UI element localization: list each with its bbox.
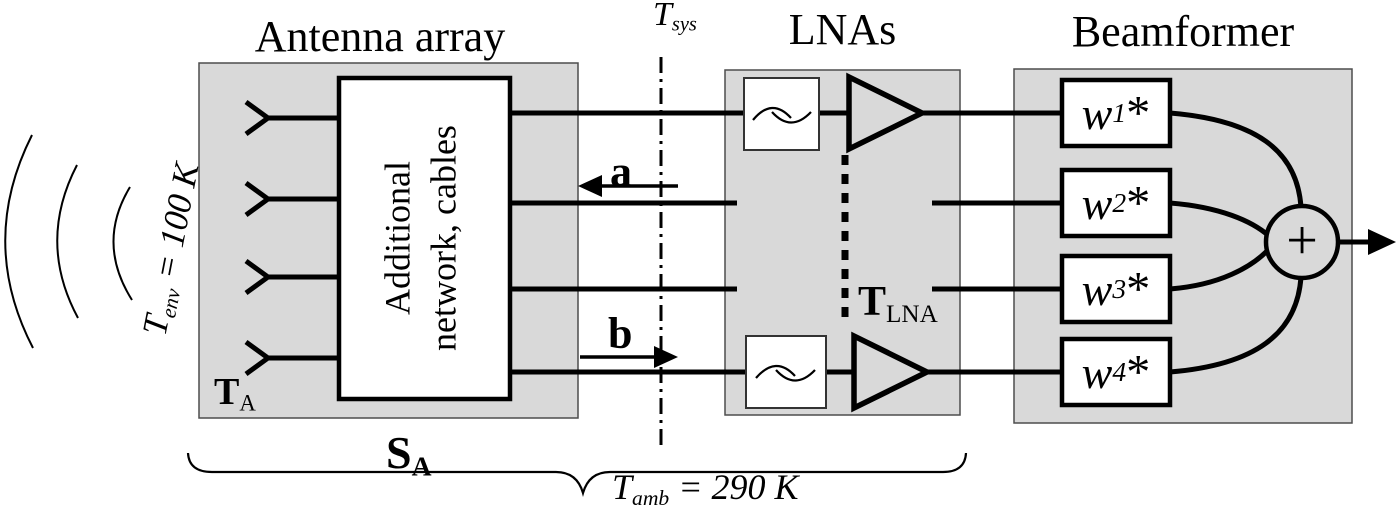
wavefront-arc-outer <box>4 134 34 349</box>
tamb-value: = 290 K <box>669 467 799 507</box>
sa-base: S <box>386 427 412 478</box>
sum-curve-4 <box>1169 276 1304 375</box>
w3-sub: 3 <box>1112 273 1127 304</box>
wave-a-label: a <box>610 147 632 196</box>
w1-conjugate: * <box>1126 86 1151 140</box>
filter-icon-1 <box>743 77 820 151</box>
sa-sub: A <box>411 450 432 482</box>
summation-plus-label: + <box>1286 210 1318 272</box>
ta-label: TA <box>214 370 256 416</box>
amplifier-icon-1 <box>846 72 929 154</box>
tenv-sub: env <box>156 286 186 320</box>
w4-sub: 4 <box>1112 356 1127 387</box>
tamb-label: Tamb = 290 K <box>612 466 799 511</box>
wavefront-arc-middle <box>56 164 79 319</box>
lnas-title: LNAs <box>788 5 897 54</box>
amplifier-icon-4 <box>851 331 934 413</box>
beamformer-title: Beamformer <box>1071 7 1295 56</box>
tamb-sub: amb <box>632 486 670 511</box>
w2-conjugate: * <box>1126 176 1151 230</box>
sum-curve-3 <box>1169 247 1271 292</box>
wavefront-arcs-icon <box>4 134 133 349</box>
tsys-label: Tsys <box>653 0 697 37</box>
w4-base: w <box>1081 346 1113 398</box>
network-label-line1: Additional <box>377 161 418 315</box>
tsys-sub: sys <box>671 13 697 36</box>
wave-b-label: b <box>608 309 633 358</box>
wave-a-arrowhead <box>578 175 602 197</box>
network-label-line2: network, cables <box>423 125 464 351</box>
weight-boxes <box>1059 77 1173 408</box>
ta-sub: A <box>239 390 256 416</box>
antenna-icon-1 <box>244 99 339 137</box>
weight-box-3 <box>1059 253 1173 325</box>
tamb-base: T <box>612 467 633 507</box>
network-cables-label: Additional network, cables <box>375 78 475 399</box>
tlna-sub: LNA <box>886 301 938 329</box>
antenna-icon-2 <box>244 180 339 218</box>
antenna-elements <box>244 99 339 377</box>
tlna-label: TLNA <box>858 278 938 329</box>
antenna-array-title: Antenna array <box>254 12 506 61</box>
tlna-base: T <box>858 279 887 325</box>
weight-box-2 <box>1059 167 1173 239</box>
wave-a-arrow <box>578 175 678 197</box>
output-arrowhead <box>1368 229 1396 255</box>
wave-b-arrowhead <box>654 346 678 368</box>
sum-curve-1 <box>1169 110 1304 208</box>
network-cables-box <box>336 75 513 402</box>
sum-curve-2 <box>1169 200 1271 238</box>
summation-curves <box>1169 110 1304 375</box>
weight-box-4 <box>1059 336 1173 408</box>
w3-conjugate: * <box>1126 262 1151 316</box>
tamb-brace <box>186 452 968 497</box>
w1-base: w <box>1081 87 1113 139</box>
w3-base: w <box>1081 263 1113 315</box>
ta-base: T <box>214 371 240 413</box>
output-arrow <box>1338 229 1396 255</box>
antenna-icon-3 <box>244 258 339 296</box>
wave-b-arrow <box>580 346 678 368</box>
sa-label: SA <box>386 426 432 483</box>
tsys-base: T <box>653 0 672 33</box>
w2-base: w <box>1081 177 1113 229</box>
wavefront-arc-inner <box>112 186 133 301</box>
w4-conjugate: * <box>1126 345 1151 399</box>
w1-sub: 1 <box>1112 97 1127 128</box>
antenna-icon-4 <box>244 339 339 377</box>
w2-sub: 2 <box>1112 187 1127 218</box>
filter-icon-4 <box>745 335 827 409</box>
